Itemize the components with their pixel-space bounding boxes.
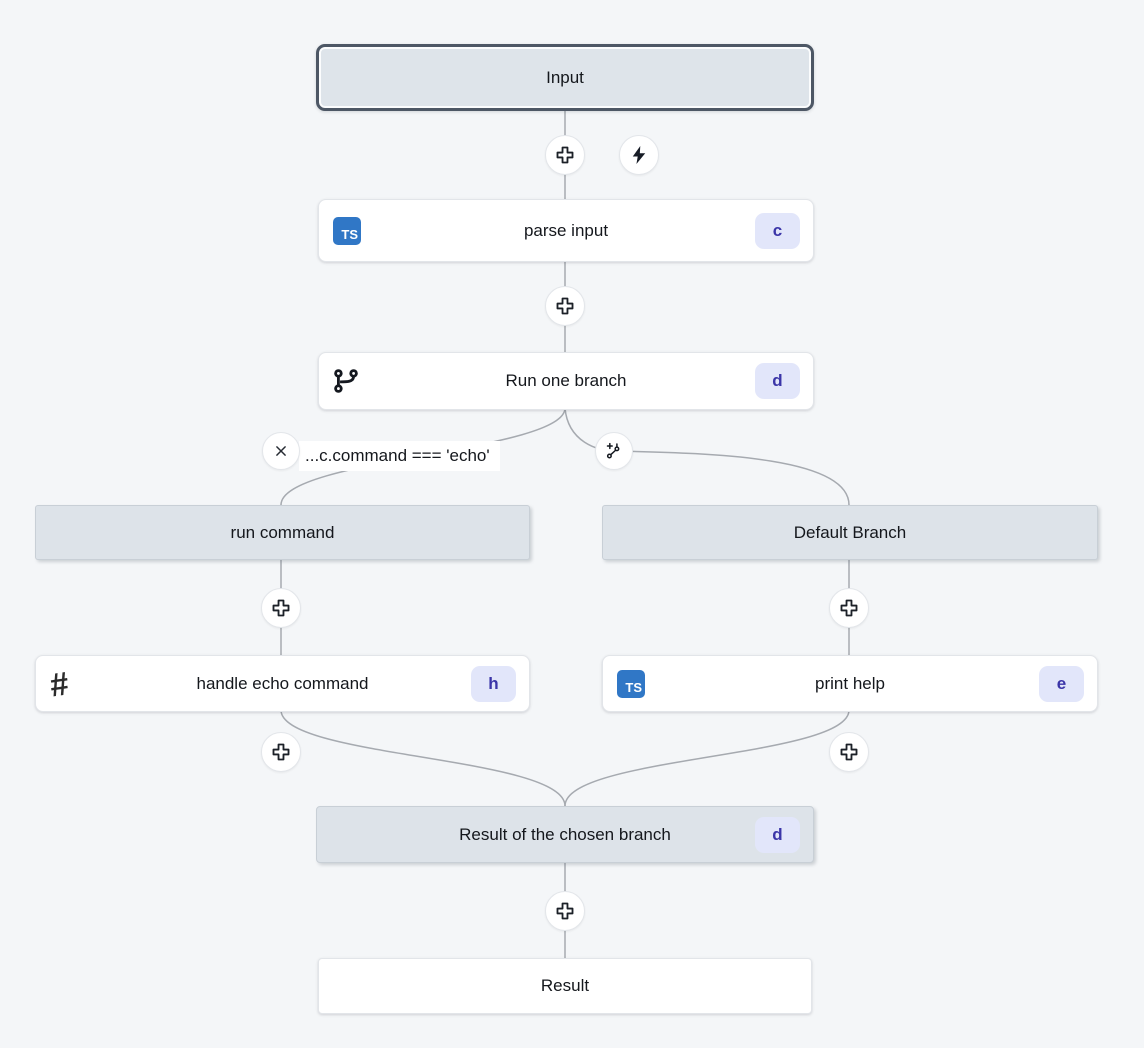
branch-header-title: Default Branch: [793, 522, 907, 542]
plus-icon: [272, 599, 290, 617]
add-step-button[interactable]: [545, 286, 585, 326]
step-badge: d: [755, 363, 800, 399]
branch-condition-label[interactable]: ...c.command === 'echo': [299, 441, 500, 471]
step-badge: e: [1039, 665, 1084, 702]
plus-icon: [840, 743, 858, 761]
typescript-icon: TS: [333, 216, 361, 245]
add-step-button[interactable]: [829, 732, 869, 772]
lightning-icon: [632, 146, 646, 164]
git-branch-icon: [333, 368, 359, 394]
branch-header-default-branch[interactable]: Default Branch: [602, 505, 1098, 560]
add-step-button[interactable]: [829, 588, 869, 628]
typescript-icon: TS: [617, 669, 645, 698]
node-parse-input-title: parse input: [523, 220, 609, 240]
node-print-help-title: print help: [815, 673, 885, 693]
node-handle-echo-command[interactable]: # handle echo command h: [35, 655, 530, 712]
trigger-button[interactable]: [619, 135, 659, 175]
add-step-button[interactable]: [261, 588, 301, 628]
branch-header-run-command[interactable]: run command: [35, 505, 530, 560]
plus-icon: [556, 902, 574, 920]
node-print-help[interactable]: TS print help e: [602, 655, 1098, 712]
node-result-title: Result: [540, 976, 590, 995]
remove-branch-button[interactable]: [262, 432, 300, 470]
step-badge: d: [755, 816, 800, 853]
branch-header-title: run command: [230, 522, 335, 542]
node-run-one-branch-title: Run one branch: [505, 371, 627, 390]
node-input-title: Input: [546, 67, 584, 87]
plus-icon: [556, 297, 574, 315]
step-badge: c: [755, 212, 800, 249]
add-step-button[interactable]: [545, 135, 585, 175]
plus-icon: [556, 146, 574, 164]
node-result-of-chosen-branch[interactable]: Result of the chosen branch d: [316, 806, 814, 863]
node-result[interactable]: Result: [318, 958, 812, 1014]
x-icon: [276, 446, 286, 456]
add-step-button[interactable]: [261, 732, 301, 772]
node-run-one-branch[interactable]: Run one branch d: [318, 352, 814, 410]
slack-hash-icon: #: [47, 663, 71, 704]
add-step-button[interactable]: [545, 891, 585, 931]
node-parse-input[interactable]: TS parse input c: [318, 199, 814, 262]
plus-icon: [272, 743, 290, 761]
node-handle-echo-command-title: handle echo command: [196, 673, 369, 693]
node-result-of-chosen-branch-title: Result of the chosen branch: [459, 824, 671, 844]
node-input[interactable]: Input: [316, 44, 814, 111]
plus-icon: [840, 599, 858, 617]
add-branch-icon: [606, 442, 620, 459]
add-branch-button[interactable]: [595, 432, 633, 470]
step-badge: h: [471, 665, 516, 702]
